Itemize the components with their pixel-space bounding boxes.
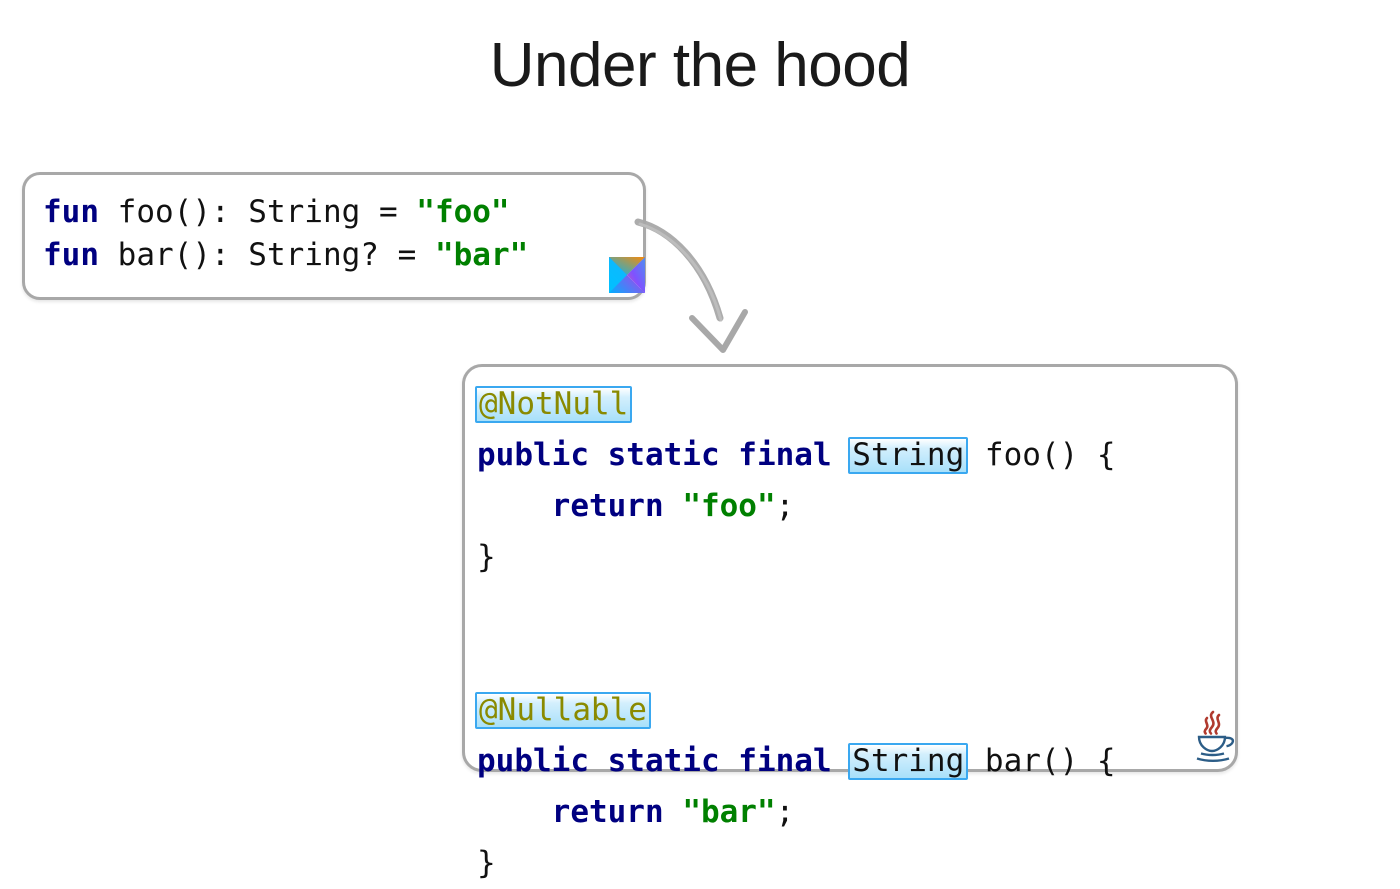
code-token: bar() { — [966, 743, 1116, 779]
code-blank-line — [477, 583, 1116, 634]
code-line: @NotNull — [475, 386, 633, 423]
code-token: foo() { — [966, 437, 1116, 473]
code-line: public static final String bar() { — [477, 743, 1116, 780]
code-line: return "foo"; — [477, 488, 795, 524]
code-line: return "bar"; — [477, 794, 795, 830]
java-code-card: @NotNull public static final String foo(… — [462, 364, 1238, 881]
code-token: bar(): String? = — [99, 237, 435, 273]
code-token: fun — [43, 194, 99, 230]
kotlin-logo-icon — [609, 257, 645, 293]
page-title: Under the hood — [489, 31, 911, 100]
code-token: public static final — [477, 437, 832, 473]
code-token — [664, 488, 683, 524]
code-token — [477, 488, 552, 524]
type-highlight-chip: String — [848, 437, 969, 474]
kotlin-code-text: fun foo(): String = "foo" fun bar(): Str… — [43, 191, 528, 277]
code-line: } — [477, 539, 496, 575]
code-token: return — [551, 488, 664, 524]
code-token: "bar" — [682, 794, 776, 830]
code-token: "bar" — [434, 237, 529, 273]
annotation-highlight-chip: @NotNull — [475, 386, 633, 423]
code-line: fun foo(): String = "foo" — [43, 194, 510, 230]
code-line: } — [477, 845, 496, 881]
code-token — [477, 794, 552, 830]
code-line: fun bar(): String? = "bar" — [43, 237, 528, 273]
java-logo-icon — [1185, 708, 1239, 766]
kotlin-code-card: fun foo(): String = "foo" fun bar(): Str… — [22, 172, 646, 300]
annotation-highlight-chip: @Nullable — [475, 692, 651, 729]
code-token: public static final — [477, 743, 832, 779]
compiles-to-arrow-icon — [630, 210, 790, 375]
code-token: } — [477, 845, 496, 881]
type-highlight-chip: String — [848, 743, 969, 780]
code-token: fun — [43, 237, 99, 273]
code-token — [664, 794, 683, 830]
code-token: "foo" — [682, 488, 776, 524]
code-token: } — [477, 539, 496, 575]
code-token: foo(): String = — [99, 194, 417, 230]
code-line: @Nullable — [475, 692, 651, 729]
java-code-text: @NotNull public static final String foo(… — [475, 379, 1116, 889]
code-token: "foo" — [416, 194, 510, 230]
code-token: ; — [775, 488, 795, 524]
code-line: public static final String foo() { — [477, 437, 1116, 474]
code-token: return — [551, 794, 664, 830]
code-token: ; — [775, 794, 795, 830]
